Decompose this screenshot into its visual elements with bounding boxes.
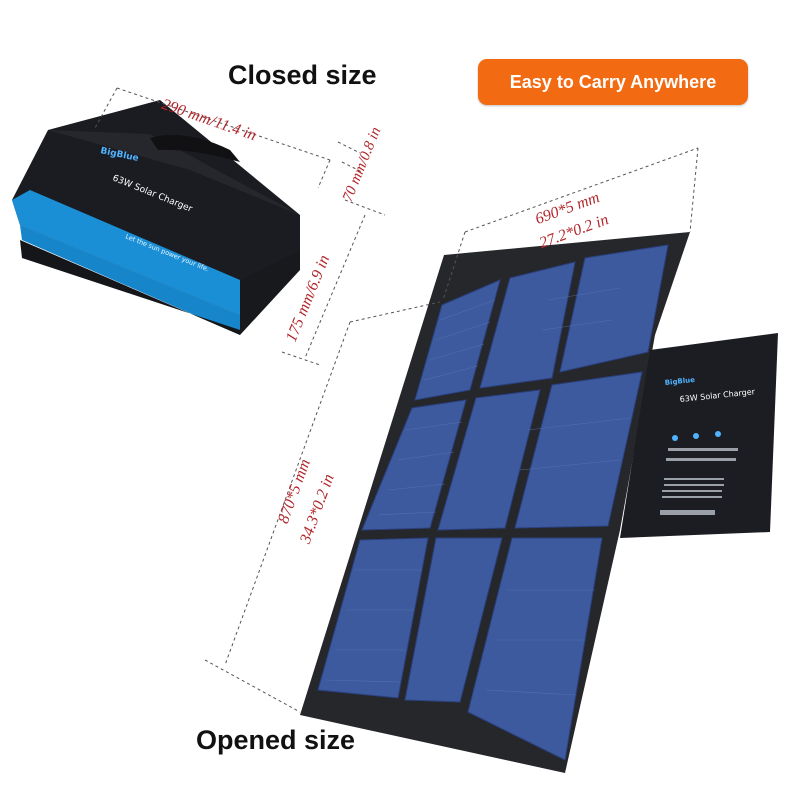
solar-cells	[317, 244, 669, 761]
flap-brand: BigBlue	[664, 376, 695, 387]
open-dimension-lines	[204, 147, 699, 713]
opened-solar-panel: BigBlue 63W Solar Charger	[300, 232, 778, 773]
opened-size-heading: Opened size	[196, 725, 356, 755]
closed-size-heading: Closed size	[228, 60, 377, 90]
easy-carry-badge: Easy to Carry Anywhere	[478, 59, 748, 105]
closed-bag: BigBlue 63W Solar Charger Let the sun po…	[12, 100, 300, 335]
closed-dimension-lines	[94, 87, 386, 366]
